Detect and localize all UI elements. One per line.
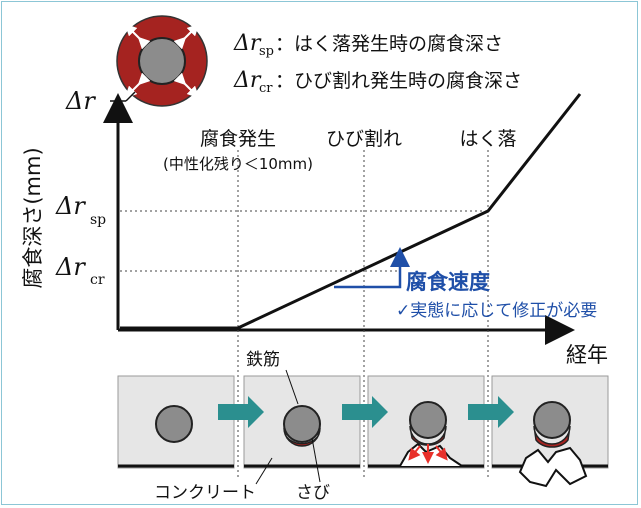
stage-initiation-note: (中性化残り＜10mm) <box>163 155 313 173</box>
concrete-leader <box>255 457 273 485</box>
concrete-label: コンクリート <box>154 483 256 503</box>
legend-cr-symbol: Δr <box>233 68 262 93</box>
corrosion-depth-curve <box>120 93 582 330</box>
panel-3 <box>367 375 485 469</box>
rebar-icon <box>155 405 193 443</box>
y-axis-label: 腐食深さ(mm) <box>21 147 45 288</box>
rust-layer <box>409 425 447 446</box>
rust-layer <box>283 427 321 447</box>
rate-label: 腐食速度 <box>406 270 490 294</box>
y-tick-cr-symbol: Δr <box>55 253 86 281</box>
y-tick-sp-symbol: Δr <box>55 192 86 220</box>
process-arrow-icon <box>342 396 388 428</box>
y-tick-sp-sub: sp <box>90 212 106 228</box>
stage-spalling: はく落 <box>459 128 516 150</box>
process-arrow-icon <box>468 396 514 428</box>
rebar-leader <box>285 369 299 405</box>
legend-cr-desc: ：ひび割れ発生時の腐食深さ <box>275 70 522 92</box>
process-arrows <box>218 396 514 428</box>
rate-note: ✓実態に応じて修正が必要 <box>396 301 597 321</box>
rebar-icon <box>409 401 447 439</box>
process-arrow-icon <box>218 396 264 428</box>
stage-initiation: 腐食発生 <box>200 128 276 150</box>
panel-1 <box>117 375 235 469</box>
delta-r-label: Δr <box>65 87 96 115</box>
legend-sp-symbol: Δr <box>233 31 262 56</box>
y-tick-cr-sub: cr <box>90 272 105 288</box>
rebar-icon <box>283 405 321 443</box>
legend-sp-desc: ：はく落発生時の腐食深さ <box>275 33 503 55</box>
guide-lines <box>120 150 489 480</box>
rust-leader <box>311 437 321 483</box>
rebar-cross-section-icon <box>110 15 208 107</box>
stage-cracking: ひび割れ <box>326 128 402 150</box>
legend-cr-sub: cr <box>259 81 273 96</box>
rebar-icon <box>533 401 571 439</box>
rust-layer <box>533 425 571 448</box>
panel-2 <box>243 375 361 469</box>
legend: Δr sp ：はく落発生時の腐食深さ Δr cr ：ひび割れ発生時の腐食深さ <box>233 31 522 96</box>
legend-sp-sub: sp <box>259 44 274 59</box>
rebar-label: 鉄筋 <box>246 350 280 370</box>
rust-label: さび <box>296 483 330 503</box>
rate-indicator <box>334 247 410 289</box>
panel-4 <box>491 375 609 488</box>
spalled-concrete-shape <box>518 446 588 488</box>
x-axis-label: 経年 <box>566 343 608 367</box>
